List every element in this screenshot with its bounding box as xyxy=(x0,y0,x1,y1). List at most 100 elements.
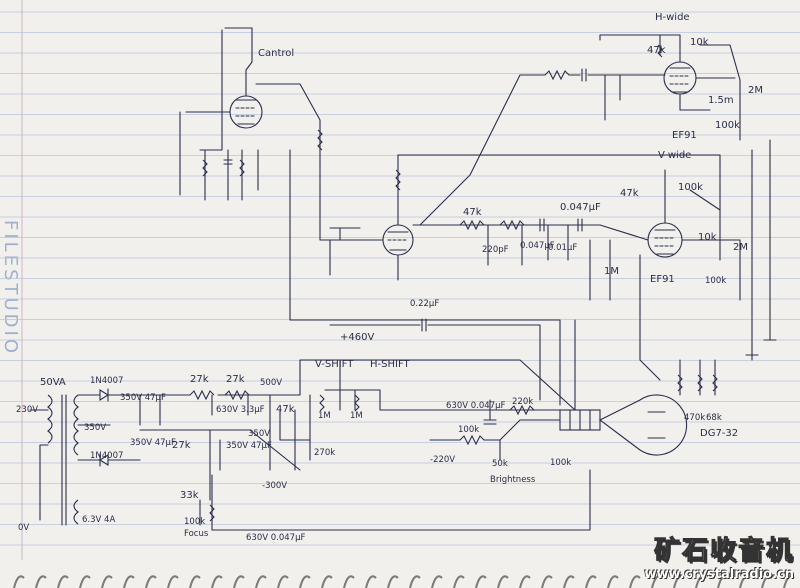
label-1n4007-a: 1N4007 xyxy=(90,376,123,386)
resistor xyxy=(712,374,718,392)
resistor xyxy=(239,159,245,177)
spiral-ring xyxy=(475,575,487,588)
label-c630v: 630V 3.3μF xyxy=(216,405,265,415)
label-1n4007-b: 1N4007 xyxy=(90,451,123,461)
brightness-network: 630V 0.047μF 220k 100k 50k Brightness -2… xyxy=(429,397,571,485)
mains-transformer xyxy=(29,394,111,526)
label-6v3: 6.3V 4A xyxy=(82,515,115,525)
spiral-ring xyxy=(57,575,69,588)
spiral-ring xyxy=(277,575,289,588)
label-1-5m: 1.5m xyxy=(708,95,734,106)
label-ef91-b: EF91 xyxy=(650,274,675,285)
spiral-ring xyxy=(343,575,355,588)
resistor xyxy=(499,219,525,231)
deflection-wiring: 0.22μF xyxy=(289,139,777,411)
spiral-ring xyxy=(541,575,553,588)
label-10k: 10k xyxy=(690,37,709,48)
label-47k-d: 47k xyxy=(276,404,295,415)
spiral-ring xyxy=(13,575,25,588)
label-neg220: -220V xyxy=(430,455,455,465)
resistor xyxy=(509,404,535,416)
label-v-wide: V-wide xyxy=(658,150,691,161)
h-shift-pot xyxy=(354,394,360,412)
v-shift-pot xyxy=(319,394,325,412)
crt-tube xyxy=(598,394,688,456)
label-1m-b: 1M xyxy=(318,411,331,421)
spiral-ring xyxy=(497,575,509,588)
label-cap-b: 350V 47μF xyxy=(130,438,176,448)
spiral-ring xyxy=(717,575,729,588)
h-wide-stage: H-wide 47k 10k 1.5m 2M 100k EF91 xyxy=(419,12,763,226)
spiral-ring xyxy=(387,575,399,588)
spiral-ring xyxy=(695,575,707,588)
label-220p: 220pF xyxy=(482,245,509,255)
label-001: 0.01μF xyxy=(548,243,577,253)
label-h-shift: H-SHIFT xyxy=(370,359,411,370)
label-47k-c: 47k xyxy=(620,188,639,199)
label-dg7-32: DG7-32 xyxy=(700,428,738,439)
resistor xyxy=(459,219,485,231)
label-100k-b: 100k xyxy=(678,182,703,193)
label-c047-b: 0.047μF xyxy=(520,241,555,251)
ef91-tube-h xyxy=(663,61,697,95)
label-27k-a: 27k xyxy=(190,374,209,385)
label-focus: Focus xyxy=(184,529,209,539)
ef91-tube-v xyxy=(647,222,683,258)
label-100k-d: 100k xyxy=(184,517,205,527)
resistor xyxy=(677,374,683,392)
power-supply: 50VA 230V 350V 6.3V 4A 0V 1N4007 1N4007 xyxy=(16,359,591,543)
label-ef91: EF91 xyxy=(672,130,697,141)
label-47k: 47k xyxy=(647,45,666,56)
spiral-ring xyxy=(365,575,377,588)
label-cap-a: 350V 47μF xyxy=(120,393,166,403)
label-cantrol: Cantrol xyxy=(258,48,294,59)
spiral-ring xyxy=(79,575,91,588)
label-2m: 2M xyxy=(748,85,763,96)
label-350v: 350V xyxy=(84,423,106,433)
spiral-ring xyxy=(651,575,663,588)
label-27k-b: 27k xyxy=(226,374,245,385)
spiral-ring xyxy=(145,575,157,588)
spiral-ring xyxy=(123,575,135,588)
label-230v: 230V xyxy=(16,405,38,415)
resistor xyxy=(697,374,703,392)
label-1m: 1M xyxy=(604,266,619,277)
label-100k-c: 100k xyxy=(705,276,726,286)
label-500v: 500V xyxy=(260,378,282,388)
spiral-ring xyxy=(189,575,201,588)
label-220k: 220k xyxy=(512,397,533,407)
spiral-binding xyxy=(13,575,795,588)
label-100k: 100k xyxy=(715,120,740,131)
v-wide-stage: V-wide 47k 0.047μF 220pF 0.047μF 0.01μF … xyxy=(459,150,748,301)
pentode-tube-1 xyxy=(229,95,263,129)
spiral-ring xyxy=(233,575,245,588)
resistor xyxy=(459,434,485,446)
resistor xyxy=(209,504,215,522)
label-100k-f: 100k xyxy=(550,458,571,468)
label-350v-b: 350V xyxy=(248,429,270,439)
shift-controls: +460V V-SHIFT H-SHIFT 1M 1M xyxy=(315,332,561,421)
watermark-title: 矿石收音机 xyxy=(653,536,794,567)
label-neg300: -300V xyxy=(262,481,287,491)
spiral-ring xyxy=(673,575,685,588)
label-47k-b: 47k xyxy=(463,207,482,218)
label-v-shift: V-SHIFT xyxy=(315,359,354,370)
spiral-ring xyxy=(255,575,267,588)
spiral-ring xyxy=(35,575,47,588)
resistor xyxy=(657,44,663,58)
spiral-ring xyxy=(453,575,465,588)
spiral-ring xyxy=(563,575,575,588)
center-stage xyxy=(329,154,721,281)
label-270k: 270k xyxy=(314,448,335,458)
spiral-ring xyxy=(607,575,619,588)
spiral-ring xyxy=(783,575,795,588)
resistor xyxy=(395,169,401,191)
resistor xyxy=(317,129,323,151)
spiral-ring xyxy=(409,575,421,588)
spiral-ring xyxy=(761,575,773,588)
spiral-ring xyxy=(585,575,597,588)
notebook-brand: FILESTUDIO xyxy=(0,220,21,356)
watermark-url: www.crystalradio.cn xyxy=(644,567,794,582)
label-c047: 0.047μF xyxy=(560,202,601,213)
label-68k: 68k xyxy=(706,413,722,423)
